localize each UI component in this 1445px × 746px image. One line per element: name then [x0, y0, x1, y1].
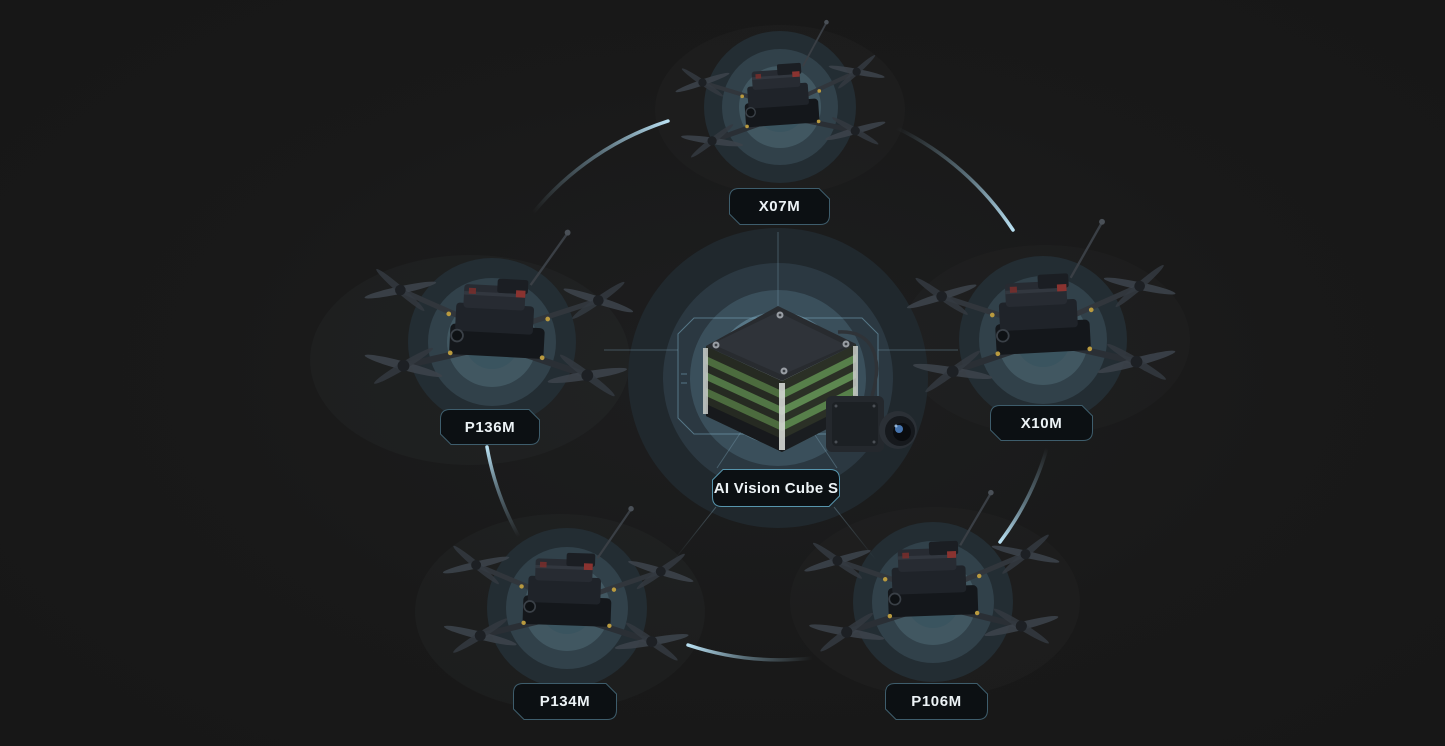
- arc-left: [485, 445, 521, 539]
- camera-module-image: [826, 396, 917, 452]
- drone-label-p134m-text: P134M: [539, 693, 591, 710]
- label-frame: [712, 469, 840, 507]
- center-device-label-text: AI Vision Cube S: [713, 479, 839, 497]
- ai-vision-cube-image[interactable]: [703, 306, 917, 452]
- label-frame: [990, 405, 1093, 441]
- arc-right: [998, 446, 1049, 544]
- drone-label-p136m-text: P136M: [464, 418, 516, 436]
- label-frame: [885, 683, 988, 720]
- arc-top-right: [895, 126, 1015, 232]
- drone-label-x10m-text: X10M: [1020, 414, 1063, 432]
- drone-label-p134m[interactable]: P134M: [513, 683, 617, 720]
- radial-lines: [604, 232, 958, 469]
- drone-label-p106m-text: P106M: [911, 693, 962, 710]
- center-device-label[interactable]: AI Vision Cube S: [712, 469, 840, 507]
- label-frame: [513, 683, 617, 720]
- drone-label-p106m[interactable]: P106M: [885, 683, 988, 720]
- arc-top-left: [531, 119, 670, 215]
- connection-arcs: [485, 119, 1049, 662]
- drone-label-x10m[interactable]: X10M: [990, 405, 1093, 441]
- label-frame: [440, 409, 540, 445]
- arc-bottom: [686, 643, 814, 662]
- drone-label-x07m-text: X07M: [758, 198, 801, 215]
- label-frame: [729, 188, 830, 225]
- drone-label-p136m[interactable]: P136M: [440, 409, 540, 445]
- drone-label-x07m[interactable]: X07M: [729, 188, 830, 225]
